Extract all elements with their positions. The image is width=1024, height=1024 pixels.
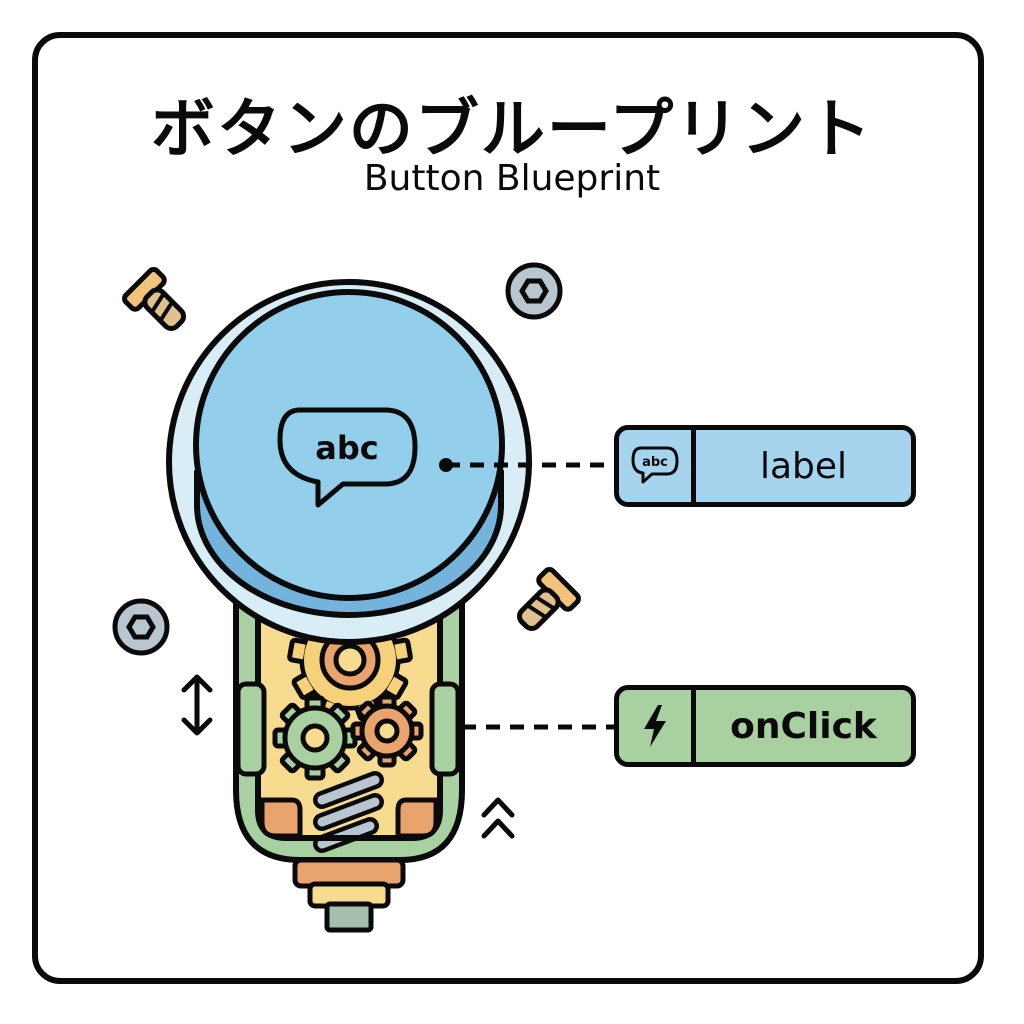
svg-text:abc: abc bbox=[315, 429, 378, 467]
hex-nut-icon bbox=[112, 598, 170, 656]
title-english: Button Blueprint bbox=[363, 158, 661, 199]
spring-icon bbox=[313, 771, 384, 853]
lightning-bolt-icon bbox=[619, 690, 696, 762]
gear-icon bbox=[272, 695, 358, 781]
speech-bubble-icon: abc bbox=[619, 430, 696, 502]
onclick-callout: onClick bbox=[614, 685, 916, 767]
double-chevron-up-icon bbox=[481, 797, 515, 839]
button-base-stem bbox=[292, 857, 406, 933]
label-connector bbox=[439, 458, 614, 472]
hex-nut-icon bbox=[505, 262, 563, 320]
gear-icon bbox=[350, 694, 424, 768]
screw-icon bbox=[122, 267, 187, 332]
speech-bubble-icon: abc bbox=[277, 407, 418, 508]
title-japanese: ボタンのブループリント bbox=[150, 93, 874, 167]
vertical-arrows-icon bbox=[181, 674, 213, 736]
callout-label-text: label bbox=[759, 445, 848, 487]
label-callout: abc label bbox=[614, 425, 916, 507]
svg-text:abc: abc bbox=[642, 455, 668, 470]
screw-icon bbox=[516, 567, 581, 632]
callout-onclick-text: onClick bbox=[730, 705, 877, 747]
